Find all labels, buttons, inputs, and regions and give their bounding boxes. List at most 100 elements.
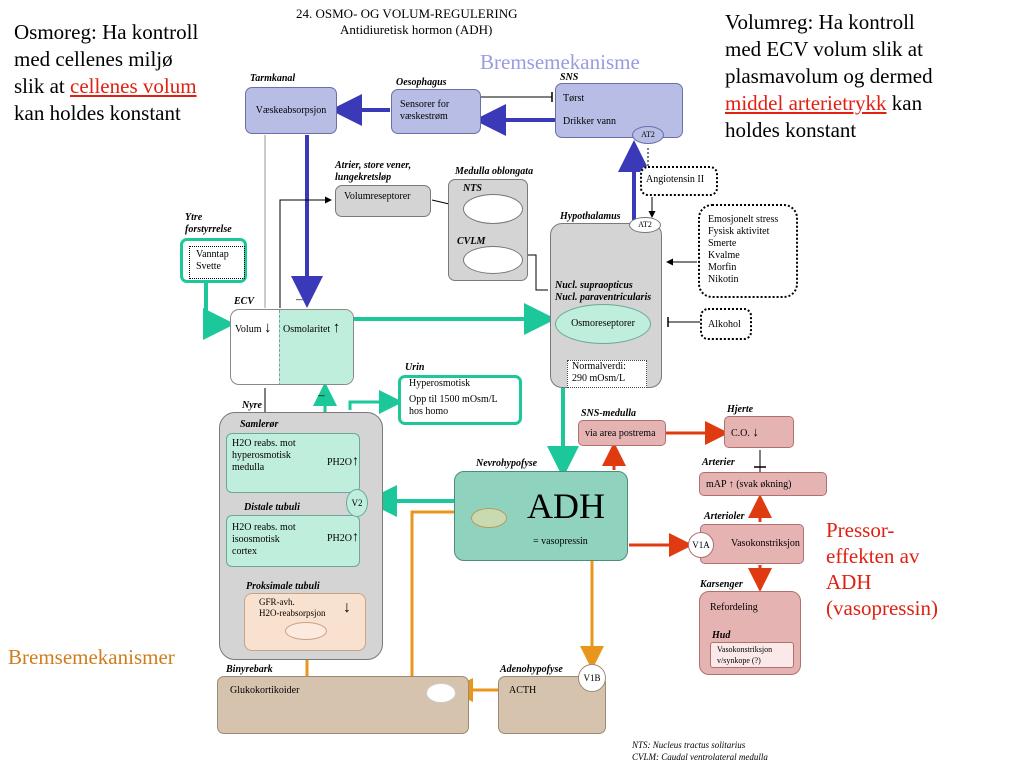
- vaeskeabsorpsjon-text: Væskeabsorpsjon: [255, 105, 327, 116]
- cvlm-label: CVLM: [457, 236, 486, 247]
- hypothalamus-box: Nucl. supraopticus Nucl. paraventricular…: [550, 223, 662, 388]
- osmoreg-line-1: Osmoreg: Ha kontroll: [14, 20, 199, 44]
- distale-ph2o-up-arrow: ↑: [352, 530, 360, 545]
- ytre-line-2: forstyrrelse: [185, 224, 232, 235]
- middel-arterietrykk-link: middel arterietrykk: [725, 91, 887, 115]
- stress-box: Emosjonelt stress Fysisk aktivitet Smert…: [698, 204, 798, 298]
- prox-line-1: GFR-avh.: [259, 597, 295, 607]
- volumreseptorer-text: Volumreseptorer: [344, 191, 411, 202]
- pressor-line-4: (vasopressin): [826, 596, 938, 620]
- distale-box: H2O reabs. mot isoosmotisk cortex PH2O↑: [226, 515, 360, 567]
- samler-line-3: medulla: [232, 462, 265, 473]
- adeno-label: Adenohypofyse: [500, 664, 563, 675]
- distale-line-1: H2O reabs. mot: [232, 522, 296, 533]
- ecv-box: Volum ↓ Osmolaritet ↑: [230, 309, 354, 385]
- alkohol-text: Alkohol: [708, 319, 741, 330]
- pressor-note: Pressor- effekten av ADH (vasopressin): [826, 517, 938, 621]
- adh-title: ADH: [527, 486, 605, 526]
- normalverdi-box: Normalverdi: 290 mOsm/L: [567, 360, 647, 388]
- refordeling-text: Refordeling: [710, 602, 758, 613]
- volumreg-line-2: med ECV volum slik at: [725, 37, 923, 61]
- paraventricularis-label: Nucl. paraventricularis: [555, 292, 652, 303]
- urin-line-1: Hyperosmotisk: [409, 378, 471, 389]
- atrier-label: Atrier, store vener, lungekretsløp: [335, 160, 411, 184]
- footnote-line-2: CVLM: Caudal ventrolateral medulla: [632, 752, 768, 762]
- distale-line-3: cortex: [232, 546, 257, 557]
- minus-sign-1: –: [296, 291, 303, 306]
- at2-sns-text: AT2: [641, 130, 655, 139]
- prox-line-2: H2O-reabsorpsjon: [259, 608, 326, 618]
- acth-text: ACTH: [509, 685, 537, 696]
- sns-label: SNS: [560, 72, 579, 83]
- v2-text: V2: [351, 498, 363, 508]
- samler-line-1: H2O reabs. mot: [232, 438, 296, 449]
- map-note: (svak økning): [736, 479, 792, 490]
- hypothalamus-label: Hypothalamus: [560, 211, 621, 222]
- map-box: mAP ↑ (svak økning): [699, 472, 827, 496]
- stress-item-1: Fysisk aktivitet: [708, 226, 770, 237]
- volumreseptorer-box: Volumreseptorer: [335, 185, 431, 217]
- ecv-label: ECV: [234, 296, 255, 307]
- hud-box: Vasokonstriksjon v/synkope (?): [710, 642, 794, 668]
- prox-label: Proksimale tubuli: [246, 581, 320, 592]
- hud-line-1: Vasokonstriksjon: [717, 645, 773, 654]
- vasokonstriksjon-box: Vasokonstriksjon: [700, 524, 804, 564]
- volumreg-line-4b: kan: [886, 91, 923, 115]
- footnote-line-1: NTS: Nucleus tractus solitarius: [632, 740, 746, 750]
- pressor-line-1: Pressor-: [826, 518, 895, 542]
- karsenger-label: Karsenger: [700, 579, 743, 590]
- title-line-1: 24. OSMO- OG VOLUM-REGULERING: [296, 6, 518, 21]
- atrier-line-2: lungekretsløp: [335, 172, 392, 183]
- nyre-label: Nyre: [242, 400, 262, 411]
- samler-ph2o-up-arrow: ↑: [352, 454, 360, 469]
- line-cvlm-to-hypo: [520, 254, 548, 291]
- stress-item-5: Nikotin: [708, 274, 739, 285]
- samler-box: H2O reabs. mot hyperosmotisk medulla PH2…: [226, 433, 360, 493]
- osmoreg-line-3: slik at cellenes volum: [14, 73, 254, 100]
- oesophagus-label: Oesophagus: [396, 77, 447, 88]
- angiotensin-box: Angiotensin II: [640, 166, 718, 196]
- ecv-volum-text: Volum ↓: [235, 321, 272, 336]
- torst-text: Tørst: [563, 93, 585, 104]
- hud-line-2: v/synkope (?): [717, 656, 761, 665]
- hud-label: Hud: [712, 630, 731, 641]
- at2-hypo-text: AT2: [638, 220, 652, 229]
- normalverdi-line-2: 290 mOsm/L: [572, 373, 626, 384]
- ecv-osmolaritet-text: Osmolaritet ↑: [283, 321, 340, 336]
- osmoreg-line-2: med cellenes miljø: [14, 47, 173, 71]
- samler-ph2o-text: PH2O: [327, 457, 353, 468]
- osmoreg-note: Osmoreg: Ha kontroll med cellenes miljø …: [14, 19, 254, 127]
- refordeling-box: Refordeling Hud Vasokonstriksjon v/synko…: [699, 591, 801, 675]
- co-down-arrow: ↓: [752, 424, 759, 439]
- stress-item-0: Emosjonelt stress: [708, 214, 779, 225]
- alkohol-box: Alkohol: [700, 308, 752, 340]
- binyre-ellipse: [426, 683, 456, 703]
- arterioler-label: Arterioler: [704, 511, 745, 522]
- nevro-label: Nevrohypofyse: [476, 458, 538, 469]
- map-up-arrow: ↑: [728, 479, 734, 490]
- nyre-box: Samlerør H2O reabs. mot hyperosmotisk me…: [219, 412, 383, 660]
- minus-sign-2: –: [318, 387, 325, 402]
- footnote: NTS: Nucleus tractus solitarius CVLM: Ca…: [632, 739, 768, 763]
- hjerte-label: Hjerte: [727, 404, 754, 415]
- volumreg-line-3: plasmavolum og dermed: [725, 64, 933, 88]
- adh-box: ADH = vasopressin: [454, 471, 628, 561]
- sensorer-line-2: væskestrøm: [400, 111, 448, 122]
- supraopticus-label: Nucl. supraopticus: [555, 280, 633, 291]
- medulla-label: Medulla oblongata: [455, 166, 534, 177]
- nts-ellipse: [463, 194, 523, 224]
- map-text: mAP: [706, 479, 727, 490]
- arrow-nyre-to-urin: [348, 390, 403, 414]
- glukokortikoider-box: Glukokortikoider: [217, 676, 469, 734]
- urin-line-2: Opp til 1500 mOsm/L: [409, 394, 498, 405]
- arrow-gluco-to-adh: [410, 500, 479, 676]
- prox-ellipse: [285, 622, 327, 640]
- cellenes-volum-link: cellenes volum: [70, 74, 197, 98]
- distale-ph2o-text: PH2O: [327, 533, 353, 544]
- samler-ph2o: PH2O↑: [327, 454, 360, 469]
- pressor-line-2: effekten av: [826, 544, 920, 568]
- volumreg-line-4: middel arterietrykk kan: [725, 90, 1015, 117]
- sensorer-line-1: Sensorer for: [400, 99, 450, 110]
- pressor-line-3: ADH: [826, 570, 872, 594]
- osmolaritet-panel: [279, 310, 353, 384]
